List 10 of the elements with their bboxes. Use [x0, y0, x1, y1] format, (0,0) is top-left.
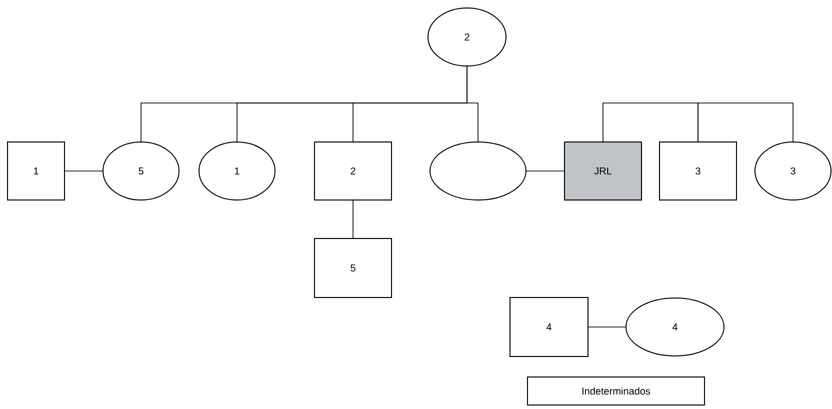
marriage-line	[588, 326, 626, 328]
descent-line	[352, 200, 354, 238]
sibling-line	[698, 102, 794, 142]
legend-box: Indeterminados	[527, 376, 705, 406]
marriage-line	[526, 170, 564, 172]
marriage-line	[64, 170, 103, 172]
descent-line	[466, 66, 478, 142]
index-person-box: JRL	[564, 142, 642, 200]
female-symbol	[430, 142, 526, 200]
sibling-line	[602, 102, 698, 142]
